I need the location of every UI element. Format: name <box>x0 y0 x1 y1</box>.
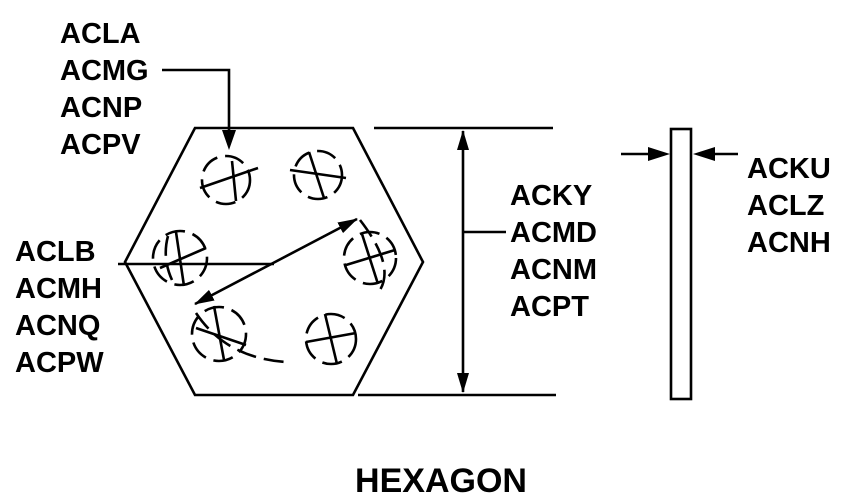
bolt-hole <box>190 305 248 363</box>
bolt-circle <box>358 219 386 291</box>
bolt-hole <box>304 312 358 366</box>
side-view-plate <box>669 127 693 401</box>
top-left-callout: ACLA ACMG ACNP ACPV <box>60 18 149 161</box>
bolt-hole <box>151 229 209 287</box>
thickness-callout: ACKU ACLZ ACNH <box>747 153 831 259</box>
left-callout: ACLB ACMH ACNQ ACPW <box>15 236 104 379</box>
callout-code: ACMG <box>60 55 149 87</box>
bolt-holes <box>151 149 398 366</box>
bolt-hole <box>289 149 347 201</box>
callout-code: ACNP <box>60 92 142 124</box>
bolt-circle <box>164 235 174 281</box>
thickness-arrow-left-head <box>648 147 670 161</box>
hexagon-outline <box>123 126 425 397</box>
bolt-circle <box>194 312 287 364</box>
top-callout-leader <box>162 68 231 138</box>
callout-code: ACPT <box>510 291 589 323</box>
callout-code: ACNM <box>510 254 597 286</box>
callout-code: ACKU <box>747 153 831 185</box>
bolt-hole <box>199 154 259 206</box>
callout-code: ACLA <box>60 18 141 50</box>
callout-code: ACNQ <box>15 310 100 342</box>
callout-code: ACMH <box>15 273 102 305</box>
diagram-title: HEXAGON <box>355 462 527 500</box>
bolt-circle-diameter-arrow <box>194 217 358 306</box>
callout-code: ACPV <box>60 129 141 161</box>
callout-code: ACPW <box>15 347 104 379</box>
callout-code: ACLZ <box>747 190 824 222</box>
callout-code: ACKY <box>510 180 592 212</box>
callout-code: ACNH <box>747 227 831 259</box>
callout-code: ACMD <box>510 217 597 249</box>
thickness-arrow-right-head <box>693 147 715 161</box>
top-callout-arrowhead <box>222 130 236 150</box>
bolt-hole <box>342 230 398 286</box>
callout-code: ACLB <box>15 236 96 268</box>
height-callout: ACKY ACMD ACNM ACPT <box>510 180 597 323</box>
